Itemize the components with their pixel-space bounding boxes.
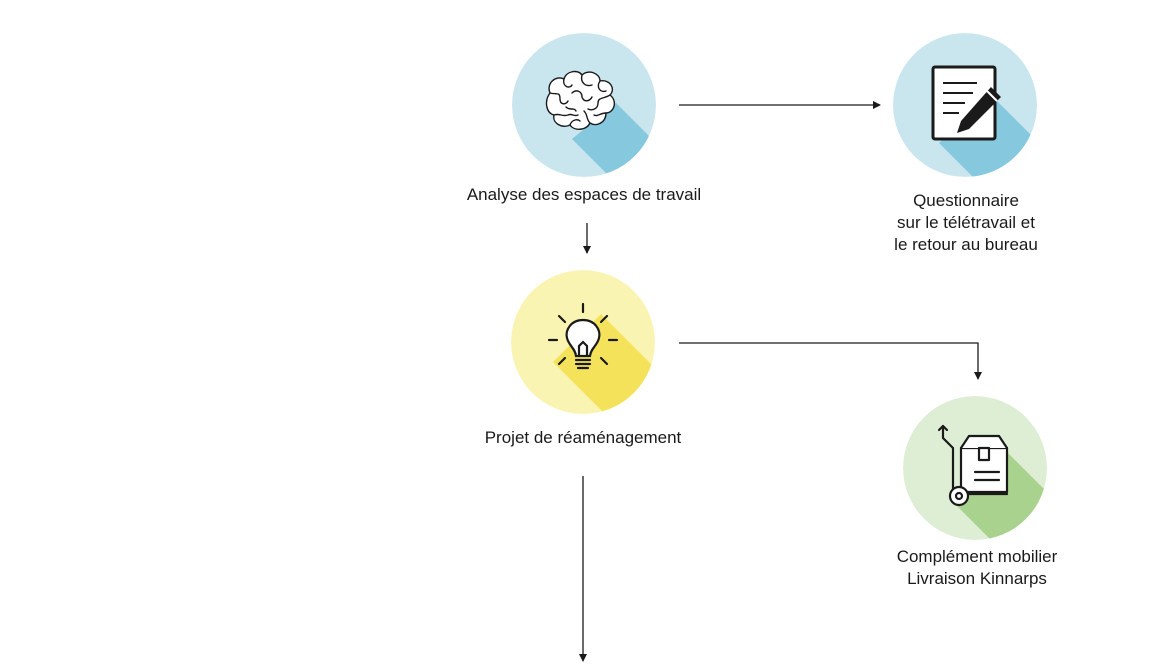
furniture-shadow <box>955 452 1047 540</box>
analysis-label-text: Analyse des espaces de travail <box>466 185 702 204</box>
brain-icon <box>545 70 616 130</box>
analysis-label: Analyse des espaces de travail <box>434 184 734 206</box>
questionnaire-node <box>893 33 1037 177</box>
project-label-text: Projet de réaménagement <box>484 428 682 447</box>
furniture-label: Complément mobilier Livraison Kinnarps <box>827 546 1127 590</box>
arrow-project-to-furniture <box>679 342 982 380</box>
furniture-label-line-1: Complément mobilier <box>896 547 1058 566</box>
questionnaire-label: Questionnaire sur le télétravail et le r… <box>816 190 1116 256</box>
questionnaire-label-line-2: sur le télétravail et <box>897 213 1035 232</box>
furniture-label-line-2: Livraison Kinnarps <box>907 569 1047 588</box>
project-label: Projet de réaménagement <box>433 427 733 449</box>
project-node <box>511 270 655 414</box>
lightbulb-icon <box>547 302 619 370</box>
questionnaire-label-line-1: Questionnaire <box>913 191 1019 210</box>
document-pencil-icon <box>931 65 1001 141</box>
hand-truck-box-icon <box>937 424 1009 507</box>
analysis-node <box>512 33 656 177</box>
questionnaire-label-line-3: le retour au bureau <box>894 235 1038 254</box>
analysis-shadow <box>572 103 656 177</box>
furniture-node <box>903 396 1047 540</box>
